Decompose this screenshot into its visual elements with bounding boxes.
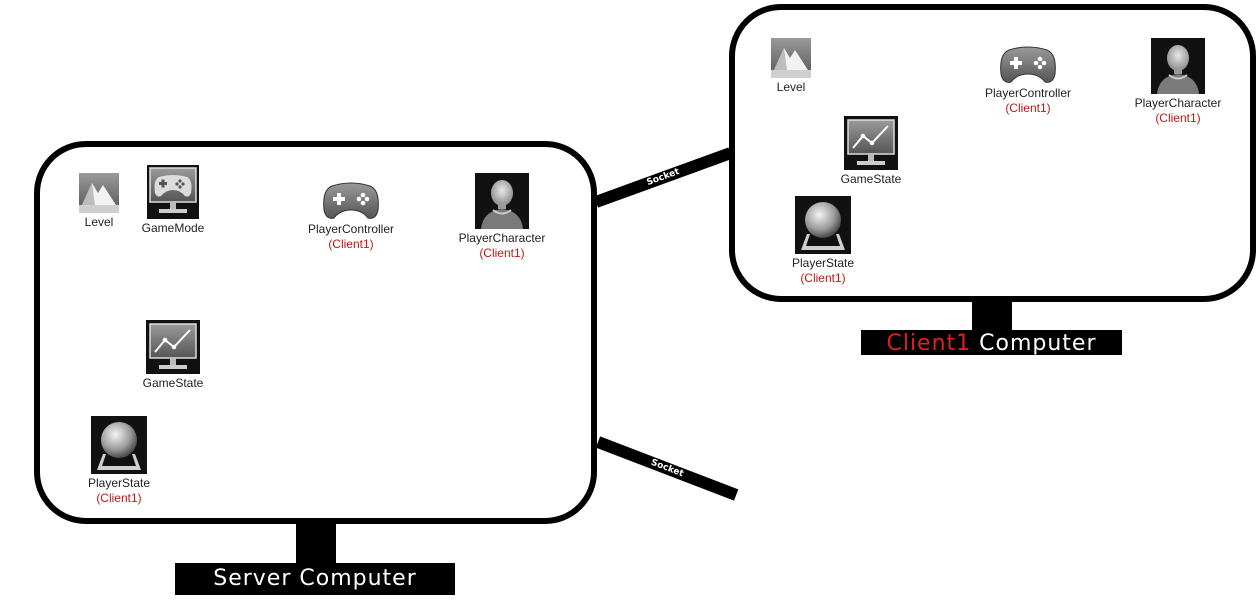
- client-level: Level: [731, 38, 851, 95]
- client-label: Client1 Computer: [861, 330, 1122, 356]
- server-level: Level: [39, 173, 159, 230]
- client-label-rest: Computer: [971, 331, 1097, 356]
- gamepad-monitor-icon: [147, 165, 199, 219]
- bald-person-icon: [1151, 38, 1205, 94]
- sphere-pedestal-icon: [91, 416, 147, 474]
- server-gamestate: GameState: [113, 320, 233, 391]
- socket-top: Socket: [593, 147, 733, 208]
- sphere-pedestal-icon: [795, 196, 851, 254]
- gamepad-icon: [322, 180, 380, 220]
- server-playercontroller: PlayerController (Client1): [291, 180, 411, 252]
- server-label: Server Computer: [175, 563, 455, 595]
- line-chart-monitor-icon: [844, 116, 898, 170]
- client-stand: [972, 300, 1012, 332]
- socket-bottom: Socket: [595, 436, 739, 501]
- server-stand: [296, 522, 336, 564]
- client-label-highlight: Client1: [886, 331, 972, 356]
- line-chart-monitor-icon: [146, 320, 200, 374]
- server-gamemode: GameMode: [113, 165, 233, 236]
- client-gamestate: GameState: [811, 116, 931, 187]
- server-playercharacter: PlayerCharacter (Client1): [442, 173, 562, 261]
- bald-person-icon: [475, 173, 529, 229]
- client-playercontroller: PlayerController (Client1): [968, 44, 1088, 116]
- gamepad-icon: [999, 44, 1057, 84]
- server-playerstate: PlayerState (Client1): [59, 416, 179, 506]
- client-playercharacter: PlayerCharacter (Client1): [1118, 38, 1238, 126]
- client-playerstate: PlayerState (Client1): [763, 196, 883, 286]
- mountain-icon: [771, 38, 811, 78]
